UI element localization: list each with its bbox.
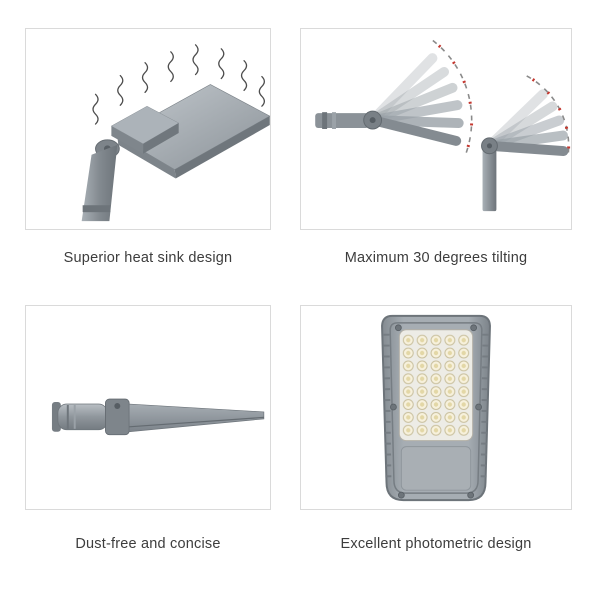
caption-tilting: Maximum 30 degrees tilting (344, 250, 528, 266)
panel-tilting: Maximum 30 degrees tilting (300, 28, 572, 266)
front-led-illustration-svg (381, 314, 491, 502)
side-profile-illustration-svg (51, 398, 265, 436)
panel-heat-sink: Superior heat sink design (25, 28, 271, 266)
tilt-unit-horizontal (315, 39, 474, 159)
tilt-blades-fan (488, 89, 569, 156)
led-grid (401, 333, 471, 437)
lamp-front-view (381, 314, 491, 502)
lamp-head (110, 84, 270, 179)
driver-cover-plate (400, 446, 472, 491)
panel-photometric: Excellent photometric design (300, 305, 572, 552)
caption-heat-sink: Superior heat sink design (63, 250, 233, 266)
side-profile-illustration (25, 305, 271, 510)
caption-dust-free: Dust-free and concise (75, 536, 221, 552)
mounting-pole (81, 139, 120, 222)
tilting-illustration-svg (315, 39, 571, 212)
front-led-illustration (300, 305, 572, 510)
tilt-blades-fan (371, 53, 464, 146)
heat-sink-illustration-svg (81, 44, 270, 222)
angle-scale-red-marks (525, 74, 571, 158)
lamp-side-profile (51, 398, 265, 436)
screws (390, 324, 482, 499)
panel-dust-free: Dust-free and concise (25, 305, 271, 552)
caption-photometric: Excellent photometric design (340, 536, 532, 552)
tilt-unit-vertical (481, 74, 571, 212)
tilting-illustration (300, 28, 572, 230)
heat-sink-illustration (25, 28, 271, 230)
